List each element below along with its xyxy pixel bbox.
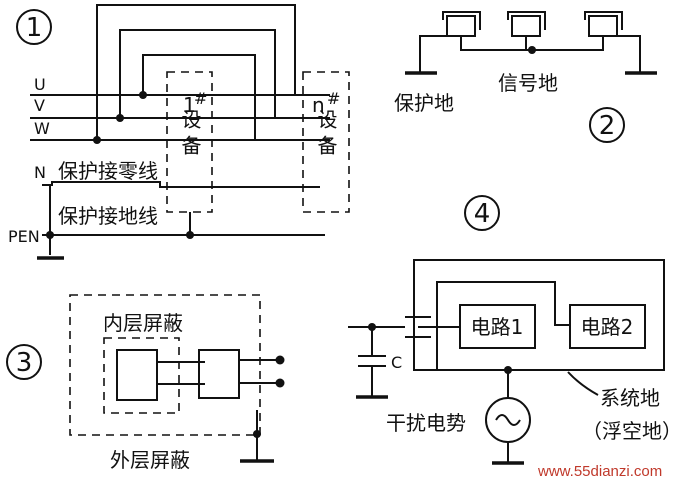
protective-ground-line-label: 保护接地线	[58, 204, 158, 228]
device-1-hash: #	[194, 89, 207, 108]
unit-3-box	[588, 15, 618, 37]
outer-shield-box	[69, 294, 261, 436]
device-1-ground-junction	[186, 231, 194, 239]
device-1-label: 设备	[178, 109, 202, 161]
panel-3-index: 3	[16, 348, 33, 378]
junction-u	[139, 91, 147, 99]
pen-label: PEN	[8, 227, 40, 246]
panel-2-index: 2	[599, 111, 616, 141]
panel-2: 信号地 保护地 2	[394, 11, 657, 143]
inner-shield-box	[103, 337, 180, 414]
panel-4-index-circle	[464, 195, 500, 231]
device-n-box	[302, 71, 350, 213]
feeder-w-to-n	[96, 4, 310, 140]
panel-4-index: 4	[474, 199, 491, 229]
unit-2-top	[507, 11, 546, 30]
ac-wave-icon	[495, 414, 521, 426]
panel-1-index: 1	[26, 13, 43, 43]
outer-shield-label: 外层屏蔽	[110, 448, 190, 472]
signal-ground-label: 信号地	[498, 71, 558, 95]
device-n-label: 设备	[314, 109, 338, 161]
pen-junction	[46, 231, 54, 239]
circuit-2-label: 电路2	[581, 315, 634, 339]
inner-device-box	[116, 349, 158, 401]
inner-loop	[436, 281, 570, 370]
unit-1-box	[446, 15, 476, 37]
protective-neutral-line-label: 保护接零线	[58, 159, 158, 183]
signal-ground-junction	[528, 46, 536, 54]
system-ground-junction	[504, 366, 512, 374]
junction-w	[93, 136, 101, 144]
protective-ground-wire-left	[419, 35, 447, 72]
outer-shield-ground-junction	[253, 430, 261, 438]
interference-label: 干扰电势	[386, 411, 466, 435]
panel-2-index-circle	[589, 107, 625, 143]
output-terminal-2	[275, 378, 285, 388]
phase-u-label: U	[34, 75, 46, 94]
inner-shield-label: 内层屏蔽	[103, 311, 183, 335]
output-terminal-1	[275, 355, 285, 365]
protective-ground-label: 保护地	[394, 91, 454, 115]
unit-3-top	[584, 11, 623, 30]
feeder-v-to-n	[119, 29, 310, 119]
panel-1-index-circle	[16, 9, 52, 45]
device-1-number: 1	[183, 93, 196, 117]
system-ground-label: 系统地	[600, 386, 660, 410]
watermark: www.55dianzi.com	[537, 463, 662, 480]
phase-w-label: W	[34, 119, 50, 138]
phase-v-label: V	[34, 96, 45, 115]
panel-4: 4 电路1 电路2 C 干扰电势 系统地 （浮空地）	[348, 195, 677, 465]
device-n-hash: #	[327, 89, 340, 108]
unit-2-box	[511, 15, 541, 37]
circuit-2-box	[569, 304, 646, 349]
feeder-u-to-n	[142, 54, 310, 141]
panel-3: 内层屏蔽 外层屏蔽 3	[6, 294, 285, 472]
connector-box	[198, 349, 240, 399]
protective-ground-wire-right	[617, 35, 641, 72]
panel-3-index-circle	[6, 344, 42, 380]
capacitor-label: C	[391, 353, 402, 372]
junction-v	[116, 114, 124, 122]
floating-ground-label: （浮空地）	[582, 419, 677, 443]
device-1-box	[166, 71, 213, 213]
unit-1-top	[442, 11, 481, 30]
neutral-label: N	[34, 163, 46, 182]
circuit-1-label: 电路1	[471, 315, 524, 339]
device-n-number: n	[312, 93, 325, 117]
system-ground-frame	[413, 259, 665, 371]
panel-1: 1 U V W N PEN 1 # 设备 n #	[8, 4, 350, 260]
system-ground-leader	[567, 371, 599, 396]
